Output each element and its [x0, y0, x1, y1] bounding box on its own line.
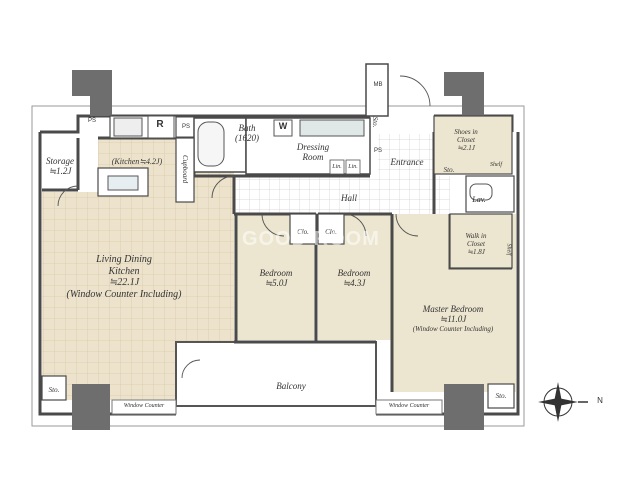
toilet	[469, 183, 493, 201]
hall-label: Hall	[334, 193, 364, 203]
mb-label: MB	[373, 82, 383, 88]
window-counter-left	[111, 399, 177, 415]
sto-sw-label: Sto.	[48, 386, 60, 394]
clo-2-label: Clo.	[325, 228, 337, 236]
shoes-closet-label: Shoes in Closet ≒2.1J	[444, 128, 488, 152]
closet-1	[289, 213, 317, 245]
storage-size: ≒1.2J	[48, 166, 72, 177]
dressing-name: Dressing Room	[296, 142, 330, 163]
lin-label-1: Lin.	[332, 164, 342, 170]
ldk-name: Living Dining Kitchen	[96, 254, 152, 277]
bedroom2-size: ≒4.3J	[342, 278, 366, 289]
bathtub	[197, 121, 225, 167]
bedroom1-name: Bedroom	[259, 268, 293, 278]
washer	[273, 119, 293, 137]
lin-label-2: Lin.	[348, 164, 358, 170]
ps-label-2: PS	[181, 124, 190, 130]
door-entrance	[399, 75, 431, 107]
ps-label-1: PS	[87, 118, 96, 124]
washer-label: W	[278, 121, 288, 131]
columns	[72, 70, 484, 430]
dressing-label: Dressing Room	[288, 142, 338, 163]
entrance-name: Entrance	[390, 157, 424, 167]
column-sw	[72, 384, 110, 430]
door-bedroom2	[343, 213, 367, 237]
kitchen-label: (Kitchen≒4.2J)	[104, 157, 170, 166]
entrance-floor	[378, 134, 434, 178]
ldk-label: Living Dining Kitchen ≒22.1J (Window Cou…	[62, 254, 186, 300]
balcony-label: Balcony	[266, 381, 316, 391]
walkin-name: Walk in Closet	[465, 232, 487, 249]
walkin-label: Walk in Closet ≒1.8J	[456, 232, 496, 256]
storage-floor	[42, 138, 78, 190]
shelf-walkin-label: Shelf	[505, 243, 512, 256]
cupboard-label: Cupboard	[181, 155, 190, 184]
column-se	[444, 384, 484, 430]
compass	[538, 382, 588, 422]
clo-1-label: Clo.	[297, 228, 309, 236]
cupboard-text: Cupboard	[181, 155, 190, 184]
column-nw	[72, 70, 112, 116]
door-ldk	[211, 175, 235, 199]
balcony-area	[175, 341, 377, 407]
lav-label: Lav.	[472, 195, 486, 204]
linen-2	[345, 159, 361, 175]
walkin-closet	[449, 213, 513, 269]
watermark: GOOD ROOM	[242, 228, 380, 250]
stove	[113, 117, 143, 137]
sto-entrance: Sto.	[371, 116, 380, 128]
storage-label: Storage ≒1.2J	[40, 156, 80, 177]
sto-se	[487, 383, 515, 409]
shoes-closet-name: Shoes in Closet	[454, 128, 478, 145]
sto-shoes: Sto.	[443, 166, 455, 174]
window-counter-right-label: Window Counter	[388, 403, 430, 409]
cupboard	[175, 137, 195, 203]
wall-storage	[42, 138, 80, 192]
master-label: Master Bedroom ≒11.0J (Window Counter In…	[396, 304, 510, 333]
bath-size: (1620)	[235, 133, 259, 144]
balcony-name: Balcony	[276, 381, 306, 391]
shoes-closet	[433, 115, 513, 175]
bedroom1-size: ≒5.0J	[264, 278, 288, 289]
window-counter-left-label: Window Counter	[123, 403, 165, 409]
storage-name: Storage	[46, 156, 74, 166]
hall-floor	[234, 176, 450, 214]
building-outline	[31, 105, 525, 427]
hall-name: Hall	[340, 193, 357, 203]
master-size: ≒11.0J	[439, 314, 467, 325]
door-storage	[57, 185, 79, 207]
meter-box	[365, 63, 389, 117]
kitchen-size: (Kitchen≒4.2J)	[111, 157, 163, 166]
bath-label: Bath (1620)	[226, 123, 268, 144]
door-balcony	[181, 359, 201, 379]
shelf-label: Shelf	[490, 162, 502, 168]
ps-label-3: PS	[373, 148, 382, 154]
shoes-closet-size: ≒2.1J	[457, 144, 475, 153]
linen-1	[329, 159, 345, 175]
window-counter-right	[375, 399, 443, 415]
sink	[107, 175, 139, 191]
master-name: Master Bedroom	[422, 304, 484, 314]
bath-name: Bath	[238, 123, 256, 133]
bedroom2-name: Bedroom	[337, 268, 371, 278]
fridge	[147, 115, 175, 139]
walkin-size: ≒1.8J	[467, 248, 485, 257]
sto-se-label: Sto.	[495, 392, 507, 400]
ldk-size: ≒22.1J	[108, 277, 140, 288]
vanity	[299, 119, 365, 137]
door-bedroom1	[261, 213, 285, 237]
entrance-label: Entrance	[384, 157, 430, 167]
door-master	[395, 213, 419, 237]
fridge-label: R	[156, 119, 164, 130]
column-ne	[444, 72, 484, 116]
master-note: (Window Counter Including)	[412, 324, 494, 333]
bedroom1-label: Bedroom ≒5.0J	[246, 268, 306, 289]
compass-north-label: N	[597, 396, 603, 405]
ldk-note: (Window Counter Including)	[66, 288, 182, 300]
closet-2	[317, 213, 345, 245]
sto-sw	[41, 375, 67, 401]
bedroom2-label: Bedroom ≒4.3J	[324, 268, 384, 289]
